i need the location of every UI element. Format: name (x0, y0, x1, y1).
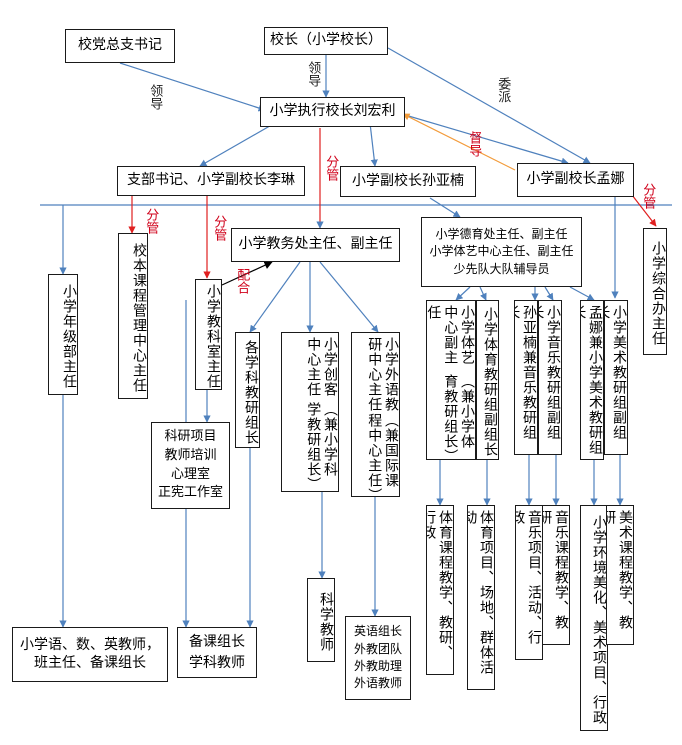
research-task: 科研项目 (164, 428, 217, 444)
label-divide-office: 分管 (640, 183, 656, 209)
line-meng-to-office (631, 194, 657, 227)
line-meng-to-exec-supervise (402, 113, 516, 171)
line-sun-to-moral (429, 197, 461, 218)
node-music-tasks-2: 音乐课程教学、教研 (542, 505, 570, 645)
node-general-office: 小学综合办主任 (643, 228, 667, 355)
node-party-secretary: 校党总支书记 (65, 29, 175, 63)
label-divide-aa: 分管 (323, 155, 339, 181)
node-pe-deputy-leader: 小学体育教研组副组长 (476, 300, 499, 460)
line-moral-to-pe (455, 286, 471, 301)
moral-line-3: 少先队大队辅导员 (453, 261, 550, 276)
label-supervise: 督导 (466, 131, 482, 157)
foreign-main: 小学外语教研中心主任 (366, 337, 399, 412)
line-principal-to-meng (387, 47, 591, 164)
node-principal: 校长（小学校长） (264, 27, 388, 55)
moral-line-1: 小学德育处主任、副主任 (435, 226, 568, 241)
node-grade-dept: 小学年级部主任 (48, 274, 78, 395)
node-art-concurrent: 孟娜兼小学美术教研组长 (580, 300, 604, 460)
node-moral-dept: 小学德育处主任、副主任 小学体艺中心主任、副主任 少先队大队辅导员 (421, 217, 582, 287)
node-foreign-lang: 小学外语教研中心主任 （兼国际课程中心主任） (351, 332, 400, 497)
label-delegate: 委派 (495, 77, 511, 103)
node-pe-tasks-2: 体育项目、场地、群体活动 (467, 505, 495, 690)
node-vice-meng: 小学副校长孟娜 (517, 163, 634, 197)
node-teachers-general: 小学语、数、英教师，班主任、备课组长 (12, 627, 168, 682)
node-music-deputy: 小学音乐教研组副组长 (538, 300, 562, 455)
english-line: 外教团队 (353, 641, 402, 656)
line-aa-to-subject (249, 261, 301, 333)
node-research-tasks: 科研项目 教师培训 心理室 正宪工作室 (151, 422, 230, 509)
maker-main: 小学创客中心主任 (305, 337, 338, 397)
node-research-office: 小学教科室主任 (195, 279, 222, 390)
node-vice-sun: 小学副校长孙亚楠 (340, 166, 476, 197)
maker-sub: （兼小学科学教研组长） (305, 401, 338, 492)
label-lead-center: 领导 (305, 61, 321, 87)
moral-line-2: 小学体艺中心主任、副主任 (429, 244, 574, 259)
prep-line: 备课组长 (189, 634, 245, 651)
pe-center-sub: （兼小学体育教研组长） (442, 374, 475, 460)
node-maker-center: 小学创客中心主任 （兼小学科学教研组长） (281, 332, 339, 492)
node-subject-leaders: 各学科教研组长 (235, 332, 260, 448)
line-moral-to-musicdep (544, 286, 554, 301)
research-task: 心理室 (170, 466, 210, 482)
line-moral-to-art (569, 286, 595, 301)
research-task: 正宪工作室 (157, 485, 223, 501)
line-party-to-exec (119, 62, 266, 112)
label-divide-research: 分管 (211, 215, 227, 241)
line-exec-to-branch (199, 122, 276, 167)
node-music-tasks-1: 音乐项目、活动、行政 (515, 505, 543, 660)
label-lead-left: 领导 (147, 84, 163, 110)
label-assist: 配合 (234, 268, 250, 294)
prep-line: 学科教师 (189, 654, 245, 671)
english-line: 外教助理 (353, 659, 402, 673)
node-pe-center-deputy: 小学体艺中心副主任 （兼小学体育教研组长） (426, 300, 476, 460)
english-line: 英语组长 (353, 624, 402, 639)
node-prep-group: 备课组长 学科教师 (177, 627, 257, 678)
node-exec-principal: 小学执行校长刘宏利 (260, 97, 405, 127)
english-line: 外语教师 (353, 676, 402, 691)
node-pe-tasks-1: 体育课程教学、教研、行政 (426, 505, 454, 675)
label-divide-curriculum: 分管 (143, 208, 159, 234)
foreign-sub: （兼国际课程中心主任） (366, 412, 399, 497)
line-exec-to-meng (394, 111, 569, 165)
node-english-group: 英语组长 外教团队 外教助理 外语教师 (345, 616, 411, 700)
node-art-tasks-2: 美术课程教学、教研 (606, 505, 634, 645)
research-task: 教师培训 (164, 447, 217, 463)
node-curriculum-center: 校本课程管理中心主任 (118, 233, 148, 399)
line-moral-to-pedeputy (479, 286, 487, 301)
pe-center-main: 小学体艺中心副主任 (426, 305, 475, 365)
node-music-concurrent: 孙亚楠兼音乐教研组长 (514, 300, 538, 455)
node-academic-affairs: 小学教务处主任、副主任 (231, 228, 400, 262)
node-art-tasks-1: 小学环境美化、美术项目、行政 (580, 505, 608, 731)
line-exec-to-sun (369, 122, 378, 167)
node-art-deputy: 小学美术教研组副组长 (604, 300, 628, 455)
node-science-teachers: 科学教师 (307, 578, 335, 662)
line-research-to-aa-assist (221, 261, 273, 286)
node-branch-secretary: 支部书记、小学副校长李琳 (117, 166, 305, 196)
line-aa-to-foreign (319, 261, 379, 333)
